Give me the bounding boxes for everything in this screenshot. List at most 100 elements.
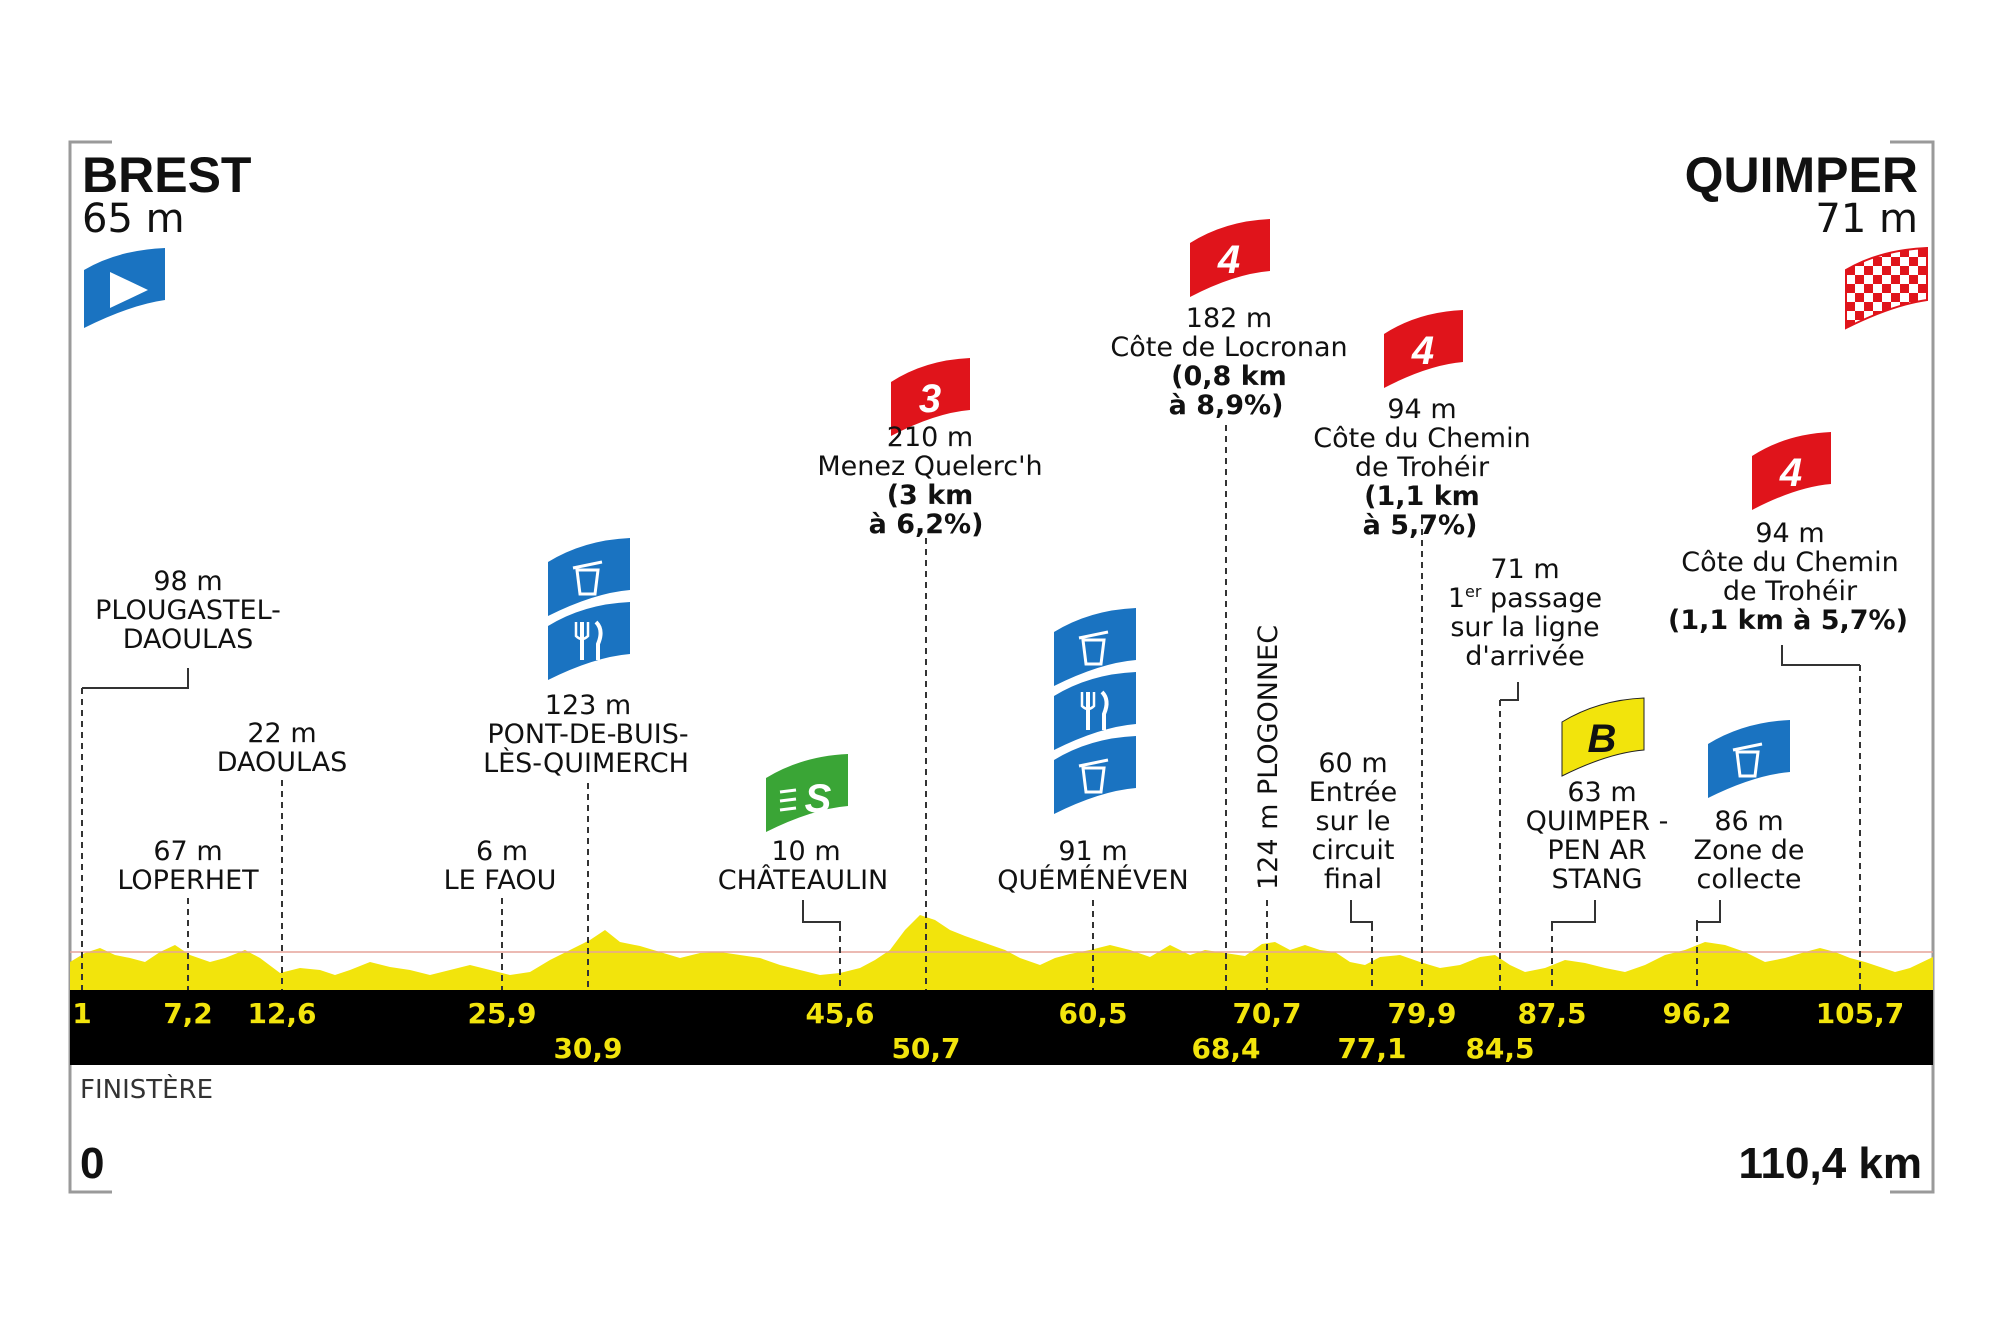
svg-text:91 m: 91 m <box>1058 836 1127 867</box>
svg-text:PONT-DE-BUIS-: PONT-DE-BUIS- <box>487 719 688 750</box>
place-label: 22 m DAOULAS <box>217 718 348 778</box>
svg-text:3: 3 <box>919 377 941 421</box>
km-marker: 77,1 <box>1337 1032 1406 1065</box>
km-marker: 7,2 <box>163 997 213 1030</box>
svg-text:STANG: STANG <box>1551 864 1642 895</box>
svg-text:4: 4 <box>1411 329 1434 373</box>
climb-label: 94 m Côte du Chemin de Trohéir (1,1 km à… <box>1313 394 1530 541</box>
km-marker: 50,7 <box>891 1032 960 1065</box>
frame-corners <box>68 140 1935 1194</box>
km-marker: 12,6 <box>247 997 316 1030</box>
svg-text:71 m: 71 m <box>1490 554 1559 585</box>
svg-text:Zone de: Zone de <box>1693 835 1804 866</box>
svg-text:DAOULAS: DAOULAS <box>217 747 348 778</box>
distance-start: 0 <box>80 1139 104 1188</box>
climb-cat-icon: 4 <box>1384 310 1463 388</box>
svg-text:DAOULAS: DAOULAS <box>123 624 254 655</box>
place-label: 6 m LE FAOU <box>444 836 557 896</box>
svg-text:4: 4 <box>1779 451 1802 495</box>
km-marker: 70,7 <box>1232 997 1301 1030</box>
svg-text:sur la ligne: sur la ligne <box>1450 612 1599 643</box>
place-label: 60 m Entrée sur le circuit final <box>1309 748 1398 895</box>
svg-text:QUÉMÉNÉVEN: QUÉMÉNÉVEN <box>997 864 1188 896</box>
region-label: FINISTÈRE <box>80 1073 213 1105</box>
start-flag-icon <box>84 248 165 328</box>
svg-text:LE FAOU: LE FAOU <box>444 865 557 896</box>
place-label: 123 m PONT-DE-BUIS- LÈS-QUIMERCH <box>483 690 689 779</box>
km-marker: 30,9 <box>553 1032 622 1065</box>
svg-text:(0,8 km: (0,8 km <box>1171 361 1287 392</box>
svg-text:PLOUGASTEL-: PLOUGASTEL- <box>95 595 281 626</box>
svg-text:86 m: 86 m <box>1714 806 1783 837</box>
svg-text:182 m: 182 m <box>1186 303 1272 334</box>
svg-text:60 m: 60 m <box>1318 748 1387 779</box>
place-label-vertical: 124 m PLOGONNEC <box>1253 625 1284 890</box>
cutlery-icon <box>548 602 630 680</box>
km-marker: 1 <box>72 997 91 1030</box>
svg-text:circuit: circuit <box>1312 835 1395 866</box>
svg-text:67 m: 67 m <box>153 836 222 867</box>
svg-text:Côte du Chemin: Côte du Chemin <box>1681 547 1898 578</box>
climb-cat-icon: 4 <box>1752 432 1831 510</box>
svg-text:94 m: 94 m <box>1387 394 1456 425</box>
guide-lines <box>81 425 1861 990</box>
svg-text:S: S <box>805 777 832 821</box>
km-marker: 79,9 <box>1387 997 1456 1030</box>
start-city: BREST <box>82 147 251 203</box>
svg-text:6 m: 6 m <box>476 836 528 867</box>
svg-text:collecte: collecte <box>1696 864 1801 895</box>
climb-label: 182 m Côte de Locronan (0,8 km à 8,9%) <box>1110 303 1347 421</box>
km-marker: 96,2 <box>1662 997 1731 1030</box>
svg-text:QUIMPER -: QUIMPER - <box>1526 806 1669 837</box>
svg-text:PEN AR: PEN AR <box>1547 835 1646 866</box>
svg-text:Entrée: Entrée <box>1309 777 1398 808</box>
bin-icon <box>1054 736 1136 814</box>
cutlery-icon <box>1054 672 1136 750</box>
distance-total: 110,4 km <box>1739 1139 1923 1188</box>
place-label: 71 m 1er passage sur la ligne d'arrivée <box>1448 554 1602 672</box>
svg-text:CHÂTEAULIN: CHÂTEAULIN <box>718 864 889 896</box>
km-marker: 45,6 <box>805 997 874 1030</box>
finish-flag-icon <box>1845 246 1928 330</box>
svg-text:à 5,7%): à 5,7%) <box>1363 510 1478 541</box>
svg-text:94 m: 94 m <box>1755 518 1824 549</box>
km-marker: 105,7 <box>1816 997 1905 1030</box>
svg-text:de Trohéir: de Trohéir <box>1723 576 1858 607</box>
svg-text:final: final <box>1324 864 1382 895</box>
sprint-icon: S <box>766 754 848 832</box>
place-label: 86 m Zone de collecte <box>1693 806 1804 895</box>
finish-city: QUIMPER <box>1685 147 1918 203</box>
svg-text:123 m: 123 m <box>545 690 631 721</box>
svg-text:1er passage: 1er passage <box>1448 582 1602 614</box>
start-altitude: 65 m <box>82 196 185 242</box>
km-marker: 25,9 <box>467 997 536 1030</box>
bin-icon <box>1708 720 1790 798</box>
km-marker: 87,5 <box>1517 997 1586 1030</box>
place-label: 67 m LOPERHET <box>117 836 259 896</box>
place-label: 63 m QUIMPER - PEN AR STANG <box>1526 777 1669 895</box>
svg-text:à 8,9%): à 8,9%) <box>1169 390 1284 421</box>
svg-text:4: 4 <box>1217 238 1240 282</box>
km-marker: 84,5 <box>1465 1032 1534 1065</box>
label-connectors <box>82 645 1860 925</box>
place-label: 98 m PLOUGASTEL- DAOULAS <box>95 566 281 655</box>
svg-text:à 6,2%): à 6,2%) <box>869 509 984 540</box>
bin-icon <box>1054 608 1136 686</box>
svg-text:sur le: sur le <box>1316 806 1391 837</box>
climb-label: 210 m Menez Quelerc'h (3 km à 6,2%) <box>817 422 1042 540</box>
svg-text:22 m: 22 m <box>247 718 316 749</box>
finish-altitude: 71 m <box>1815 196 1918 242</box>
km-marker: 68,4 <box>1191 1032 1260 1065</box>
road-bar <box>70 990 1933 1065</box>
climb-cat-icon: 3 <box>891 358 970 436</box>
km-marker: 60,5 <box>1058 997 1127 1030</box>
bin-icon <box>548 538 630 616</box>
svg-text:(1,1 km: (1,1 km <box>1364 481 1480 512</box>
bonus-icon: B <box>1561 697 1645 777</box>
svg-text:de Trohéir: de Trohéir <box>1355 452 1490 483</box>
svg-text:B: B <box>1588 717 1617 761</box>
climb-cat-icon: 4 <box>1190 219 1270 297</box>
svg-text:(1,1 km à 5,7%): (1,1 km à 5,7%) <box>1668 605 1908 636</box>
svg-text:Menez Quelerc'h: Menez Quelerc'h <box>817 451 1042 482</box>
